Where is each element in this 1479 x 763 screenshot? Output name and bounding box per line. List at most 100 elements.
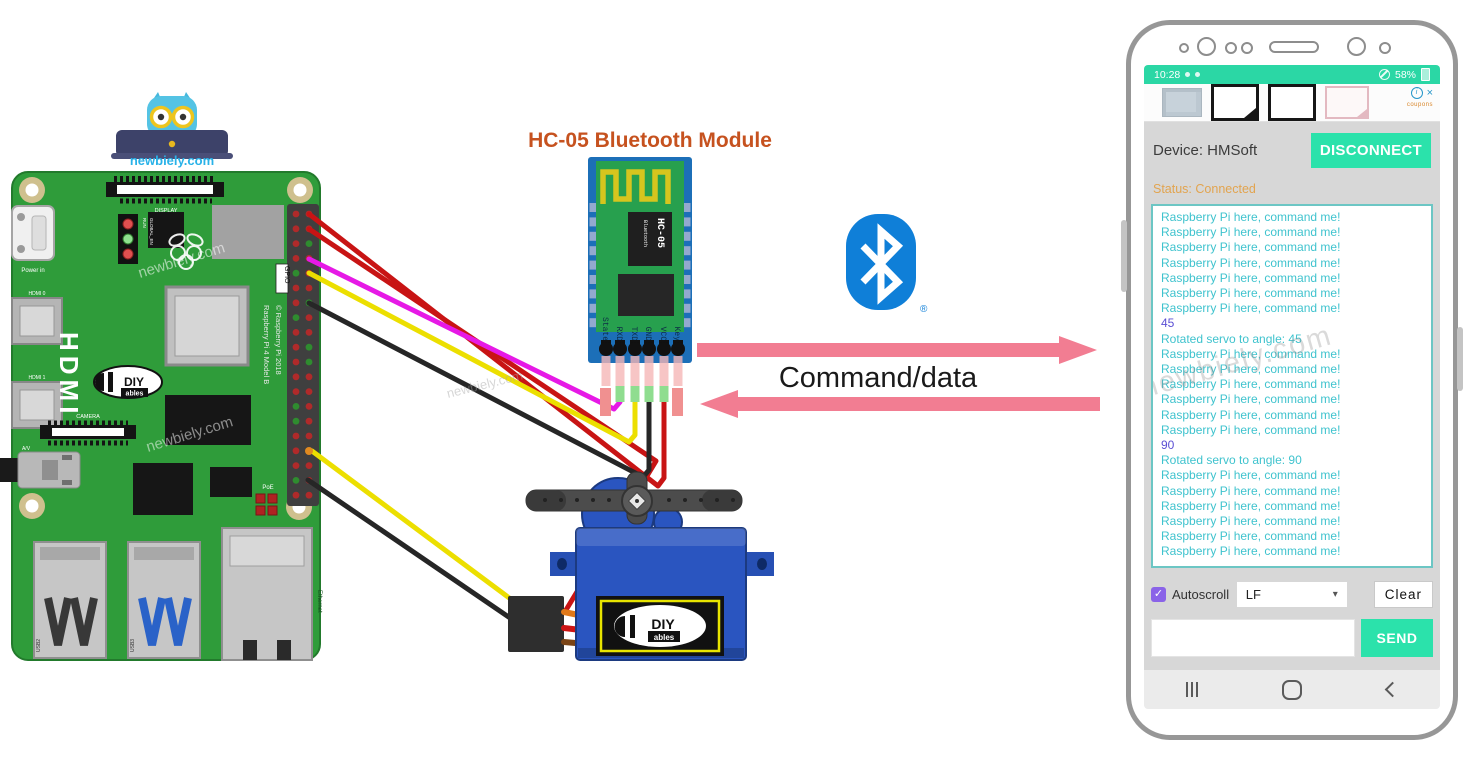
arrow-right [697, 336, 1097, 364]
hc05-module: HC-05 Bluetooth State RXD TXD GND VCC Ke… [588, 157, 692, 416]
servo-connector [508, 596, 564, 652]
ad-thumbnail[interactable] [1268, 84, 1316, 121]
servo-horn [525, 471, 743, 525]
raspberry-pi-board: DISPLAY Power in RUN GLOBAL_EN [0, 171, 322, 661]
hc05-pin-label: VCC [658, 327, 667, 342]
clear-button[interactable]: Clear [1373, 581, 1433, 608]
home-button[interactable] [1282, 679, 1303, 700]
ad-thumbnail[interactable] [1162, 88, 1202, 117]
line-ending-dropdown[interactable]: LF ▾ [1236, 582, 1347, 607]
terminal-line: Raspberry Pi here, command me! [1161, 498, 1341, 513]
display-label: DISPLAY [155, 208, 178, 214]
diy-text: DIY [124, 375, 144, 389]
gpio-label: GPIO [283, 266, 290, 284]
battery-percent: 58% [1394, 68, 1416, 81]
hc05-pin-label: TXD [629, 327, 638, 342]
ethernet-label: Ethernet [316, 590, 322, 613]
message-input[interactable] [1151, 619, 1355, 657]
terminal-line: Raspberry Pi here, command me! [1161, 225, 1341, 240]
sensor-dot [1241, 42, 1253, 54]
power-in-port [11, 205, 55, 261]
phone-screen: 10:28 58% i × coupons [1144, 65, 1440, 709]
phone-volume-button[interactable] [1457, 327, 1463, 391]
sensor-dot [1225, 42, 1237, 54]
message-row: SEND [1151, 619, 1433, 657]
ad-close-icon[interactable]: × [1426, 87, 1433, 99]
line-ending-value: LF [1245, 587, 1261, 602]
disconnect-button[interactable]: DISCONNECT [1310, 133, 1431, 168]
smartphone: 10:28 58% i × coupons [1121, 20, 1463, 740]
device-label: Device: HMSoft [1153, 142, 1258, 159]
hc05-pin-label: RXD [614, 327, 623, 342]
arrow-left [700, 390, 1100, 418]
av-jack [0, 451, 81, 489]
terminal-line: Raspberry Pi here, command me! [1161, 255, 1341, 270]
bluetooth-registered-mark: ® [920, 304, 928, 315]
usb2-label: USB2 [36, 639, 42, 652]
gpio-pin-highlight [305, 447, 313, 455]
terminal-controls: ✓ Autoscroll LF ▾ Clear [1151, 581, 1433, 608]
terminal-line: 90 [1161, 438, 1175, 453]
phone-side-button[interactable] [1121, 220, 1127, 292]
antenna-trace [600, 169, 671, 204]
terminal-line: Raspberry Pi here, command me! [1161, 468, 1341, 483]
terminal-line: Raspberry Pi here, command me! [1161, 270, 1341, 285]
ables-text: ables [126, 391, 144, 398]
raspberry-pi-logo-icon [168, 233, 204, 270]
hc05-title: HC-05 Bluetooth Module [528, 129, 772, 152]
autoscroll-label: Autoscroll [1172, 587, 1230, 602]
hc05-chip-label: HC-05 [654, 218, 665, 248]
usb3-port [127, 541, 201, 659]
hdmi0-label: HDMI 0 [29, 291, 46, 297]
ad-thumbnail[interactable] [1325, 86, 1369, 119]
wire-red-vcc [306, 211, 667, 489]
status-leds [118, 214, 138, 264]
terminal-line: Rotated servo to angle: 90 [1161, 453, 1302, 468]
bluetooth-icon [846, 214, 916, 310]
connection-status: Status: Connected [1153, 182, 1256, 196]
wire-yellow-txd [306, 270, 638, 445]
ad-thumbnail[interactable] [1211, 84, 1259, 121]
recents-button[interactable] [1186, 682, 1199, 697]
send-button[interactable]: SEND [1361, 619, 1433, 657]
gpio-header [287, 204, 319, 506]
board-copyright-label: © Raspberry Pi 2018 [274, 305, 283, 375]
autoscroll-checkbox[interactable]: ✓ [1151, 587, 1166, 602]
global-en-label: GLOBAL_EN [149, 218, 154, 245]
terminal-line: Raspberry Pi here, command me! [1161, 362, 1341, 377]
hc05-pin-label: GND [643, 327, 652, 342]
diy-text: DIY [651, 616, 675, 632]
android-nav-bar [1144, 670, 1440, 709]
front-camera [1347, 37, 1366, 56]
earpiece-speaker [1269, 41, 1319, 53]
diyables-logo: DIY ables [93, 365, 163, 399]
terminal-output[interactable]: newbiely.com Raspberry Pi here, command … [1151, 204, 1433, 568]
terminal-line: Rotated servo to angle: 45 [1161, 331, 1302, 346]
hc05-pin-label: Key [672, 327, 681, 342]
wifi-shield [212, 205, 284, 259]
ad-info-icon[interactable]: i [1410, 87, 1423, 99]
ables-text: ables [654, 633, 675, 642]
power-in-label: Power in [21, 268, 44, 274]
owl-caption: newbiely.com [130, 153, 214, 168]
usb2-port [33, 541, 107, 659]
back-button[interactable] [1384, 681, 1401, 698]
front-camera [1197, 37, 1216, 56]
terminal-line: Raspberry Pi here, command me! [1161, 377, 1341, 392]
terminal-line: Raspberry Pi here, command me! [1161, 422, 1341, 437]
wire-yellow-servo [309, 448, 523, 609]
battery-icon [1421, 68, 1430, 81]
ad-tag: coupons [1406, 102, 1433, 108]
hc05-pins [599, 340, 685, 416]
terminal-line: Raspberry Pi here, command me! [1161, 544, 1341, 559]
hc05-chip [628, 212, 672, 266]
terminal-line: Raspberry Pi here, command me! [1161, 407, 1341, 422]
av-label: A/V [22, 446, 31, 452]
hdmi-vertical-label: HDMI [54, 332, 84, 418]
terminal-line: Raspberry Pi here, command me! [1161, 514, 1341, 529]
poe-label: PoE [262, 485, 273, 491]
dnd-icon [1378, 69, 1390, 80]
terminal-line: Raspberry Pi here, command me! [1161, 392, 1341, 407]
wire-black-servo [305, 477, 519, 625]
notification-icon [1195, 72, 1201, 77]
